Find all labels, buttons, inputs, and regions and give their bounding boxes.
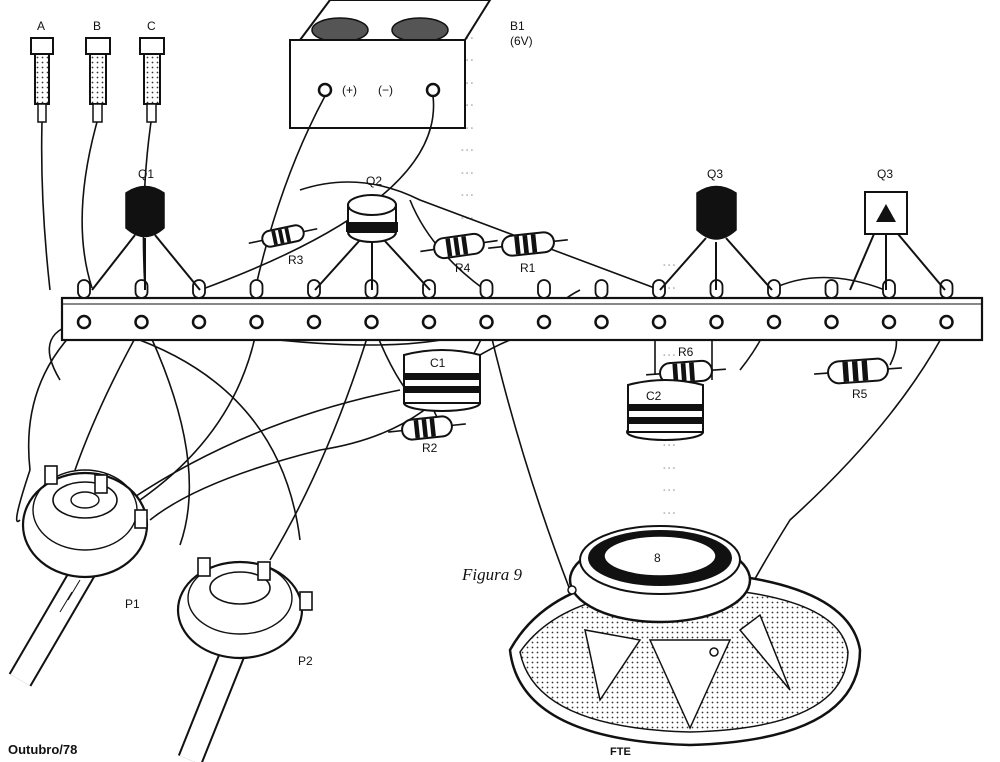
c2-label: C2 xyxy=(646,389,662,403)
transistor-q2 xyxy=(314,194,431,291)
r3-label: R3 xyxy=(288,253,304,267)
terminal-screw xyxy=(134,314,149,330)
background-text-line: ... xyxy=(662,498,677,518)
terminal-lug xyxy=(652,279,666,299)
transistor-q3-left xyxy=(659,185,773,291)
r5-label: R5 xyxy=(852,387,868,401)
resistor-r1 xyxy=(488,231,568,257)
capacitor-c2 xyxy=(626,379,704,441)
terminal-lug xyxy=(479,279,494,299)
jack-b xyxy=(85,37,111,123)
capacitor-c1 xyxy=(403,349,481,412)
terminal-screw xyxy=(421,314,437,330)
resistor-r6 xyxy=(646,359,726,385)
background-text-line: ... xyxy=(662,251,677,270)
terminal-lug xyxy=(77,279,91,299)
terminal-screw xyxy=(709,314,724,330)
footer-source: FTE xyxy=(610,746,631,758)
jack-a-label: A xyxy=(37,19,45,33)
background-text-line: ... xyxy=(460,158,475,178)
background-text-line: ... xyxy=(460,203,475,223)
terminal-screw xyxy=(766,314,782,330)
battery-holder xyxy=(289,0,492,129)
transistor-q1 xyxy=(91,185,201,291)
resistor-r5 xyxy=(814,357,902,385)
terminal-screw xyxy=(536,314,552,330)
terminal-screw xyxy=(479,314,494,330)
terminal-screw xyxy=(881,314,897,330)
p2-label: P2 xyxy=(298,654,313,668)
terminal-screw xyxy=(594,314,609,330)
terminal-screw xyxy=(76,314,92,330)
jack-b-label: B xyxy=(93,19,101,33)
loudspeaker xyxy=(508,525,862,747)
transistor-q3-right xyxy=(849,191,946,291)
terminal-screw xyxy=(364,314,379,330)
resistor-r4 xyxy=(420,232,498,260)
jack-c-label: C xyxy=(147,19,156,33)
background-text-line: ... xyxy=(662,476,677,495)
battery-name-label: B1 xyxy=(510,19,525,33)
r4-label: R4 xyxy=(455,261,471,275)
background-text-line: ... xyxy=(460,181,475,200)
q1-label: Q1 xyxy=(138,167,154,181)
r6-label: R6 xyxy=(678,345,694,359)
figure-caption: Figura 9 xyxy=(462,565,522,584)
terminal-lug xyxy=(882,279,896,299)
terminal-lug xyxy=(594,279,609,299)
terminal-lug xyxy=(824,279,839,299)
jack-a xyxy=(30,37,54,123)
terminal-lug xyxy=(537,279,551,299)
speaker-label: 8 xyxy=(654,551,661,565)
c1-label: C1 xyxy=(430,356,446,370)
terminal-screw xyxy=(824,314,839,330)
terminal-strip xyxy=(60,279,984,342)
terminal-screw xyxy=(939,314,954,330)
terminal-screw xyxy=(651,314,667,330)
q2-label: Q2 xyxy=(366,174,382,188)
resistor-r2 xyxy=(388,415,466,441)
q3-right-label: Q3 xyxy=(877,167,893,181)
battery-plus-label: (+) xyxy=(342,83,357,97)
potentiometer-p2 xyxy=(176,557,313,762)
footer-date: Outubro/78 xyxy=(8,742,78,757)
background-text-line: ... xyxy=(662,453,677,473)
q3-left-label: Q3 xyxy=(707,167,723,181)
resistor-r3 xyxy=(248,224,318,248)
jack-c xyxy=(139,37,165,123)
battery-voltage-label: (6V) xyxy=(510,34,533,48)
background-text-line: ... xyxy=(460,136,475,155)
terminal-screw xyxy=(249,314,264,330)
terminal-lug xyxy=(939,279,954,299)
terminal-lug xyxy=(249,279,264,299)
battery-minus-label: (−) xyxy=(378,83,393,97)
terminal-lug xyxy=(307,279,321,299)
terminal-screw xyxy=(306,314,322,330)
potentiometer-p1 xyxy=(8,465,149,687)
terminal-lug xyxy=(767,279,781,299)
background-text-line: ... xyxy=(662,341,677,360)
p1-label: P1 xyxy=(125,597,140,611)
r2-label: R2 xyxy=(422,441,438,455)
r1-label: R1 xyxy=(520,261,536,275)
terminal-screw xyxy=(191,314,207,330)
